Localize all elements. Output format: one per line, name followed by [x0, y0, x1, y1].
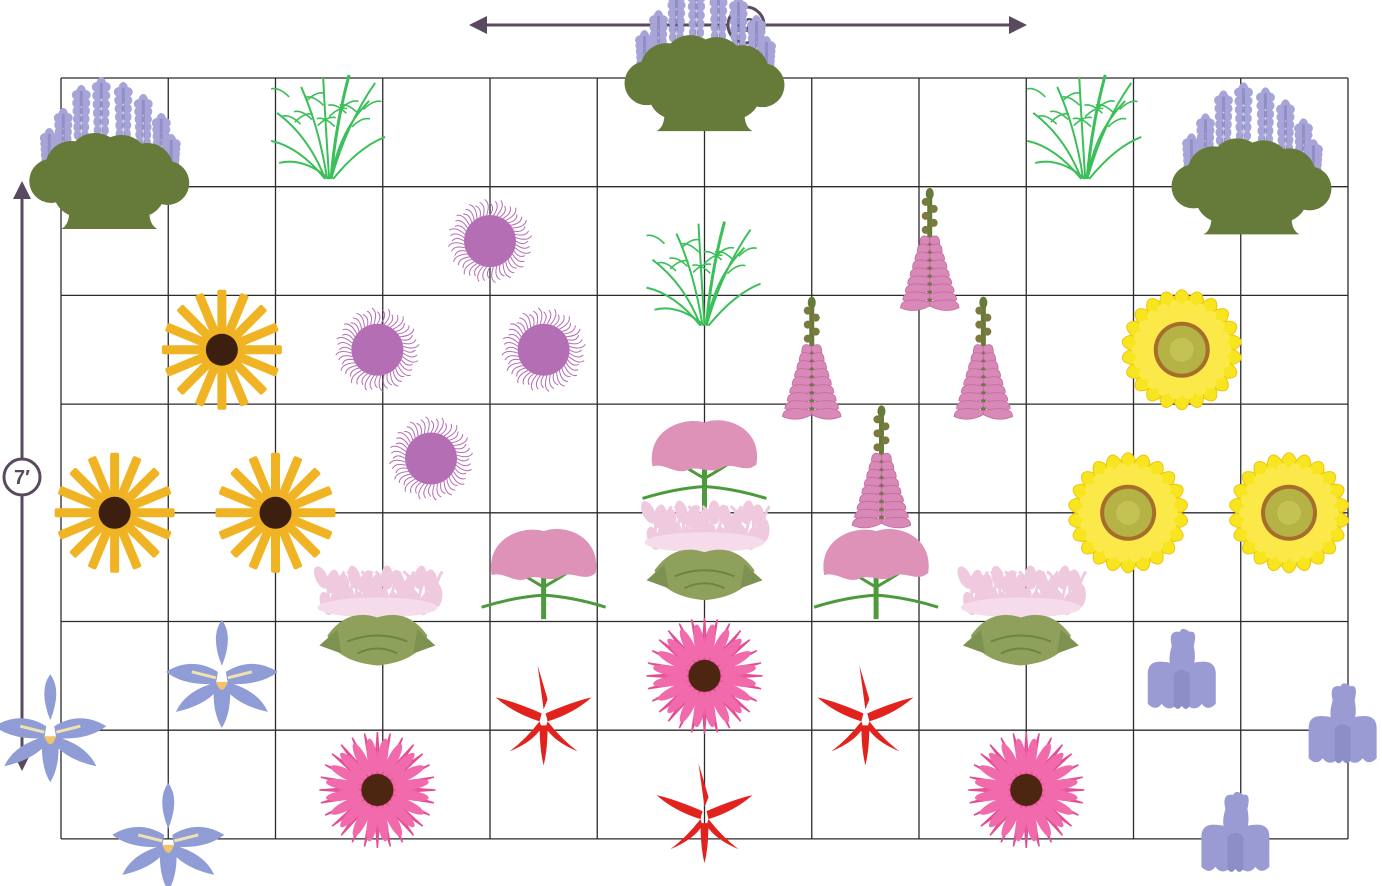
queen-of-prairie — [643, 420, 767, 510]
thistle-flower — [336, 308, 419, 391]
obedient-plant — [901, 188, 959, 311]
swamp-milkweed — [311, 564, 443, 665]
blue-bell-flower — [1309, 683, 1377, 763]
swamp-milkweed — [954, 564, 1086, 665]
sunflower — [1067, 453, 1188, 573]
black-eyed-susan — [55, 453, 175, 573]
sunflower — [1228, 453, 1349, 573]
obedient-plant — [783, 297, 841, 420]
ornamental-grass — [271, 75, 385, 179]
thistle-flower — [389, 417, 472, 500]
blue-bell-flower — [1201, 792, 1269, 872]
black-eyed-susan — [162, 290, 282, 410]
ornamental-grass — [1027, 75, 1141, 179]
blue-flag-iris — [0, 674, 106, 782]
black-eyed-susan — [216, 453, 336, 573]
sunflower — [1121, 290, 1242, 410]
cardinal-flower — [496, 665, 592, 765]
blue-flag-iris — [166, 620, 278, 728]
queen-of-prairie — [482, 529, 606, 619]
purple-coneflower — [968, 732, 1084, 848]
purple-coneflower — [647, 618, 763, 734]
cardinal-flower — [817, 665, 913, 765]
blue-bell-flower — [1148, 629, 1216, 709]
height-label: 7′ — [14, 467, 30, 489]
height-dimension: 7′ — [4, 190, 40, 762]
lavender-shrub — [1171, 82, 1331, 234]
ornamental-grass — [647, 222, 761, 326]
swamp-milkweed — [638, 499, 770, 600]
obedient-plant — [954, 297, 1012, 420]
obedient-plant — [852, 405, 910, 528]
lavender-shrub — [625, 0, 785, 131]
lavender-shrub — [29, 77, 189, 229]
thistle-flower — [502, 308, 585, 391]
purple-coneflower — [319, 732, 435, 848]
